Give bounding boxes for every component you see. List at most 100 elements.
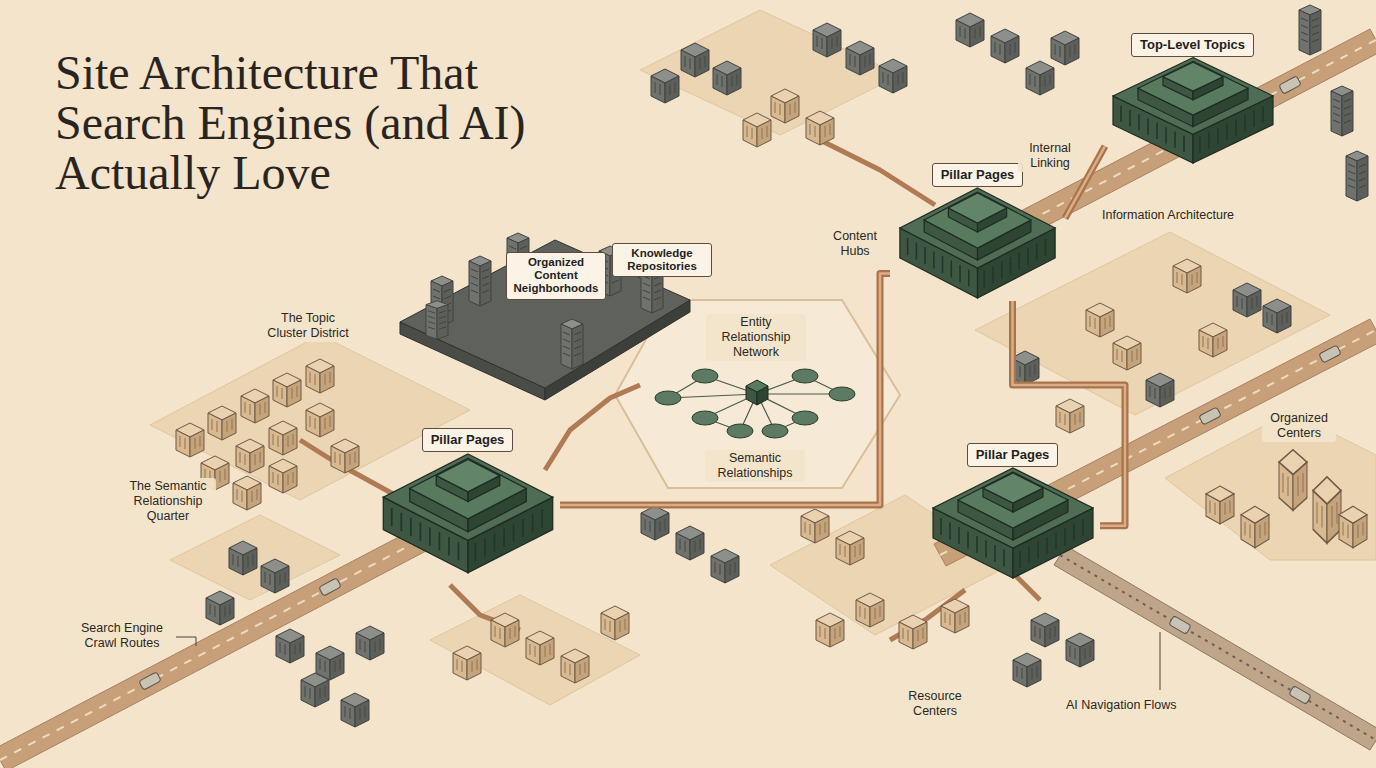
pillar-shape [378,441,558,576]
crawler-car [1199,407,1221,425]
building [261,559,289,593]
pillar-building: Pillar Pages [375,428,560,576]
building [526,631,554,665]
entity-node [792,411,818,425]
building [269,421,297,455]
crawler-car-body [1199,407,1221,425]
building [356,626,384,660]
building [846,41,874,75]
network-links [668,376,842,431]
ai-car [1169,616,1191,635]
crawler-car [1319,345,1341,363]
label-anchor: The Topic Cluster District [262,310,354,342]
tower [561,319,583,369]
pillar-windows [1121,106,1263,154]
pillar-shape [928,456,1098,581]
label-anchor: Resource Centers [890,688,980,720]
tower [1279,450,1307,510]
link-pipe [545,385,640,470]
leader-line [176,637,196,646]
building [206,591,234,625]
district-plate [430,595,640,705]
ai-car-body [1169,616,1191,635]
label-anchor: Organized Centers [1262,410,1336,442]
pillar-label: Pillar Pages [967,443,1059,467]
building [713,61,741,95]
building [681,43,709,77]
pillar-face [1138,61,1248,115]
pillar-face [1113,58,1273,135]
pillar-face [383,454,552,540]
building [1051,31,1079,65]
building [301,673,329,707]
building [306,403,334,437]
crawler-car-body [1279,76,1301,94]
pillar-face [924,192,1031,248]
building [453,646,481,680]
building [341,693,369,727]
road-marking [0,540,420,760]
link-pipe [300,440,395,495]
pillar-label: Pillar Pages [422,428,514,452]
building [1199,323,1227,357]
callout-box: Organized Content Neighborhoods [506,252,606,300]
building [856,593,884,627]
tower [469,256,491,306]
label-anchor: Content Hubs [822,228,888,260]
entity-node [692,411,718,425]
tower [1299,5,1321,55]
crawl-road [934,319,1376,566]
label-anchor: AI Navigation Flows [1064,697,1178,714]
pillar-label: Pillar Pages [932,163,1024,187]
rail-ties [1060,555,1376,740]
building [491,613,519,647]
pillar-building: Pillar Pages [925,443,1100,581]
building [771,89,799,123]
building [1066,633,1094,667]
building [806,111,834,145]
entity-node [692,369,718,383]
building [331,439,359,473]
building [676,526,704,560]
ai-rail [1054,546,1376,750]
entity-node [655,391,681,405]
building [1031,613,1059,647]
entity-cube [746,380,768,392]
building [306,359,334,393]
entity-node [829,387,855,401]
pipe-body [560,273,890,505]
page-title: Site Architecture That Search Engines (a… [55,48,615,198]
crawler-car [139,672,161,690]
map-label: The Semantic Relationship Quarter [120,478,216,525]
link-pipe [820,140,935,205]
entity-node [792,369,818,383]
building [816,613,844,647]
map-label: Organized Centers [1262,410,1336,442]
district-plate [150,335,470,500]
tower [426,301,448,339]
building [899,615,927,649]
map-label: Entity Relationship Network [706,314,806,361]
building [316,646,344,680]
callout-text: Knowledge Repositories [618,247,706,273]
building [229,541,257,575]
tower [1331,86,1353,136]
building [956,13,984,47]
crawler-car-body [1319,345,1341,363]
building [836,531,864,565]
crawl-road [0,529,426,768]
map-label: Resource Centers [890,688,980,720]
label-anchor: Entity Relationship Network [706,314,806,361]
building [879,59,907,93]
pillar-face [436,459,500,491]
building [273,373,301,407]
pillar-windows [908,238,1046,288]
callout-box: Knowledge Repositories [612,243,712,277]
pillar-face [948,193,1006,223]
building [241,389,269,423]
map-label: Semantic Relationships [705,450,805,482]
building [1233,283,1261,317]
map-label: Internal Linking [1018,140,1082,172]
